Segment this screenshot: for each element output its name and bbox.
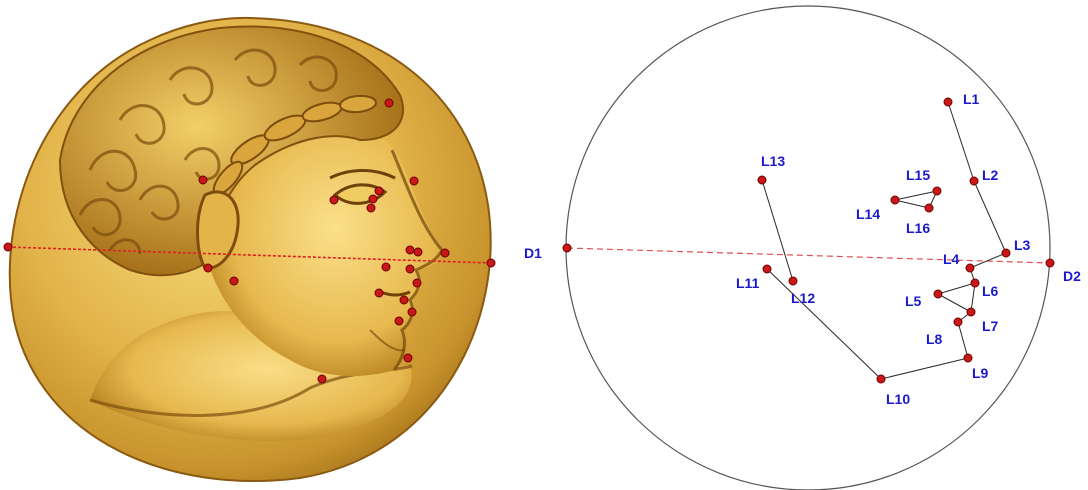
connector-l6-l5 [938, 283, 975, 294]
point-l11 [763, 265, 771, 273]
point-l8 [954, 318, 962, 326]
label-l11: L11 [736, 275, 760, 291]
label-l7: L7 [982, 318, 999, 334]
connector-l3-l4 [970, 253, 1006, 268]
coin-point [199, 176, 207, 184]
coin-axis-end-right [487, 259, 495, 267]
coin-point [400, 296, 408, 304]
coin-point [330, 196, 338, 204]
connector-l8-l9 [958, 322, 968, 358]
reference-axis-dashed [567, 248, 1050, 263]
connector-l16-l14 [895, 200, 929, 208]
point-d2 [1046, 259, 1054, 267]
label-l2: L2 [982, 167, 999, 183]
landmark-points [563, 98, 1054, 383]
label-l12: L12 [791, 290, 815, 306]
label-l5: L5 [905, 293, 922, 309]
point-l12 [789, 277, 797, 285]
coin-point [382, 263, 390, 271]
label-l3: L3 [1014, 237, 1031, 253]
coin-point [230, 277, 238, 285]
connector-l2-l3 [974, 181, 1006, 253]
coin-point [408, 308, 416, 316]
coin-point [369, 195, 377, 203]
point-l14 [891, 196, 899, 204]
coin-photo [4, 18, 495, 481]
point-l15 [933, 187, 941, 195]
coin-point [414, 248, 422, 256]
coin-point [204, 264, 212, 272]
label-d2: D2 [1063, 268, 1081, 284]
label-l14: L14 [856, 206, 880, 222]
coin-point [413, 279, 421, 287]
label-d1: D1 [524, 245, 542, 261]
label-l15: L15 [906, 167, 930, 183]
label-l4: L4 [943, 251, 960, 267]
connector-l10-l11 [767, 269, 881, 379]
coin-point [385, 99, 393, 107]
reference-circle [566, 6, 1050, 490]
connector-l1-l2 [948, 102, 974, 181]
landmark-connectors [762, 102, 1006, 379]
point-l6 [971, 279, 979, 287]
point-l2 [970, 177, 978, 185]
coin-point [406, 265, 414, 273]
label-l13: L13 [761, 153, 785, 169]
label-l1: L1 [963, 91, 980, 107]
coin-point [375, 187, 383, 195]
coin-point [441, 249, 449, 257]
connector-l5-l7 [938, 294, 971, 312]
point-d1 [563, 244, 571, 252]
label-l16: L16 [906, 220, 930, 236]
point-l7 [967, 308, 975, 316]
coin-point [375, 289, 383, 297]
label-l6: L6 [982, 283, 999, 299]
point-l10 [877, 375, 885, 383]
connector-l9-l10 [881, 358, 968, 379]
connector-l14-l15 [895, 191, 937, 200]
point-l1 [944, 98, 952, 106]
coin-point [395, 317, 403, 325]
point-l3 [1002, 249, 1010, 257]
point-l16 [925, 204, 933, 212]
coin-point [367, 204, 375, 212]
label-l9: L9 [972, 365, 989, 381]
label-l8: L8 [926, 331, 943, 347]
coin-point [410, 177, 418, 185]
point-l13 [758, 176, 766, 184]
coin-axis-end-left [4, 243, 12, 251]
coin-point [404, 354, 412, 362]
coin-point [318, 375, 326, 383]
point-l4 [966, 264, 974, 272]
point-l5 [934, 290, 942, 298]
point-l9 [964, 354, 972, 362]
coin-point [406, 246, 414, 254]
label-l10: L10 [886, 391, 910, 407]
